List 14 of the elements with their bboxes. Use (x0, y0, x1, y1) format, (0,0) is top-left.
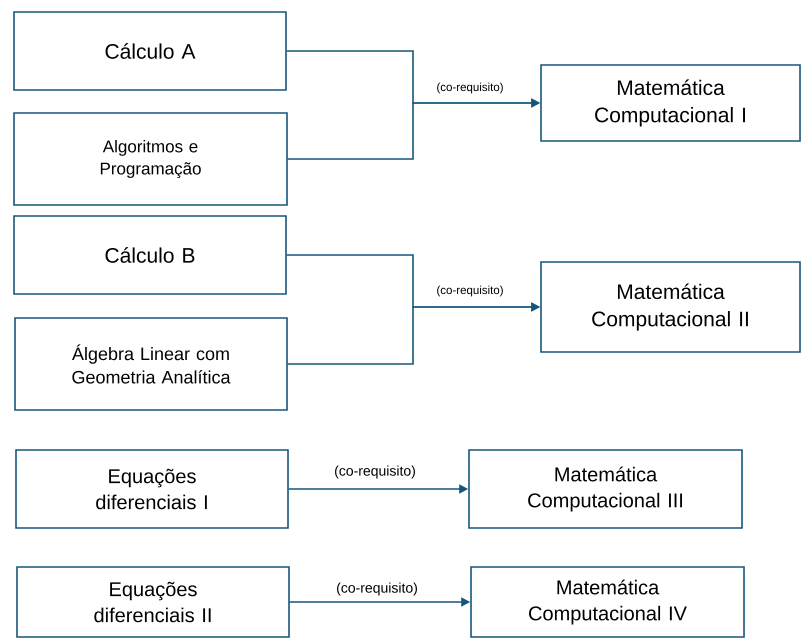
course-box: Equações diferenciais II (16, 566, 290, 638)
course-box: Matemática Computacional IV (470, 566, 745, 638)
course-box: Equações diferenciais I (15, 449, 289, 529)
course-box: Matemática Computacional III (468, 449, 743, 529)
edge-label: (co-requisito) (333, 464, 417, 480)
course-box: Matemática Computacional I (540, 64, 801, 142)
edge-label: (co-requisito) (335, 581, 419, 597)
course-box: Cálculo B (13, 215, 287, 295)
edge-label: (co-requisito) (435, 82, 505, 94)
edge-label: (co-requisito) (435, 284, 505, 298)
course-box: Algoritmos e Programação (13, 112, 288, 206)
course-box: Matemática Computacional II (540, 261, 801, 353)
course-box: Álgebra Linear com Geometria Analítica (14, 317, 288, 411)
course-box: Cálculo A (13, 11, 287, 91)
